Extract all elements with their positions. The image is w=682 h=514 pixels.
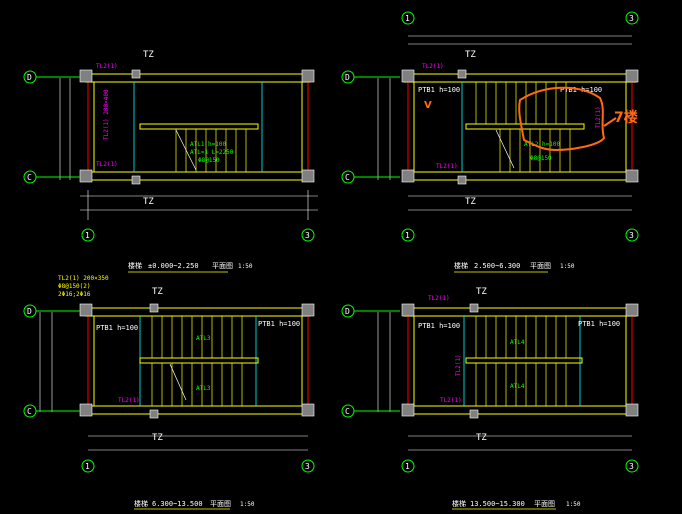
ptb-label-left: PTB1 h=100: [96, 324, 138, 332]
caption-name: 楼梯: [454, 261, 468, 270]
caption-name: 楼梯: [128, 261, 142, 270]
tz-label-top: TZ: [476, 287, 487, 297]
beam-label: TL2(1): [455, 354, 462, 376]
grid-label-d: D: [345, 307, 350, 316]
grid-label-c: C: [345, 173, 350, 182]
grid-label-1: 1: [405, 231, 410, 240]
ptb-label-left: PTB1 h=100: [418, 322, 460, 330]
caption-type: 平面图: [212, 262, 233, 270]
stair-label: ATL4: [510, 383, 525, 390]
tz-label-top: TZ: [143, 50, 154, 60]
beam-label: TL2(1): [595, 106, 602, 128]
caption-type: 平面图: [530, 262, 551, 270]
panel-1-stair-plan: D C 1 3 TZ TZ TL2(1) TL2(1) 200×400 TL2(…: [23, 50, 318, 273]
stair-label: ATL3: [196, 385, 211, 392]
caption-range: 2.500~6.300: [474, 262, 520, 270]
orange-annotation-mark: V: [424, 100, 432, 111]
beam-note: 2Φ16;2Φ16: [58, 291, 91, 298]
stair-label: ATL1 h=100: [190, 141, 227, 148]
ptb-label-right: PTB1 h=100: [578, 320, 620, 328]
stair-label: Φ8@150: [198, 157, 220, 164]
caption-range: 6.300~13.500: [152, 500, 203, 508]
beam-label: TL2(1) 200×400: [103, 89, 110, 140]
beam-label: TL2(1): [422, 63, 444, 70]
beam-label: TL2(1): [96, 63, 118, 70]
grid-label-1: 1: [85, 462, 90, 471]
panel-2-stair-plan: 1 3 D C 1 3 TZ TZ PTB1 h=100 PTB1 h=100 …: [341, 11, 639, 273]
tz-label-bottom: TZ: [143, 197, 154, 207]
tz-label-bottom: TZ: [476, 433, 487, 443]
caption-range: 13.500~15.300: [470, 500, 525, 508]
tz-label-bottom: TZ: [152, 433, 163, 443]
orange-markup-annotation: [518, 86, 617, 152]
caption-scale: 1:50: [560, 263, 575, 270]
caption-name: 楼梯: [452, 499, 466, 508]
grid-label-1: 1: [405, 14, 410, 23]
tz-label-bottom: TZ: [465, 197, 476, 207]
stair-label: ATL3: [196, 335, 211, 342]
stair-label: Φ8@150: [530, 155, 552, 162]
beam-label: TL2(1): [436, 163, 458, 170]
caption-range: ±0.000~2.250: [148, 262, 199, 270]
grid-label-3: 3: [629, 462, 634, 471]
caption-type: 平面图: [210, 500, 231, 508]
grid-label-d: D: [27, 307, 32, 316]
grid-label-d: D: [27, 73, 32, 82]
grid-label-d: D: [345, 73, 350, 82]
beam-label: TL2(1): [428, 295, 450, 302]
beam-label: TL2(1): [440, 397, 462, 404]
beam-label: TL2(1): [118, 397, 140, 404]
orange-annotation-text: 7楼: [614, 109, 638, 126]
grid-label-3: 3: [629, 14, 634, 23]
caption-scale: 1:50: [566, 501, 581, 508]
tz-label-top: TZ: [465, 50, 476, 60]
grid-label-3: 3: [629, 231, 634, 240]
grid-label-3: 3: [305, 462, 310, 471]
grid-label-3: 3: [305, 231, 310, 240]
stair-label: ATL=1 L=2250: [190, 149, 234, 156]
caption-name: 楼梯: [134, 499, 148, 508]
caption-type: 平面图: [534, 500, 555, 508]
beam-label: TL2(1): [96, 161, 118, 168]
panel-3-stair-plan: D C 1 3 TZ TZ PTB1 h=100 PTB1 h=100 TL2(…: [23, 275, 315, 510]
ptb-label-right: PTB1 h=100: [258, 320, 300, 328]
grid-label-c: C: [27, 173, 32, 182]
stair-label: ATL2 h=100: [524, 141, 561, 148]
beam-note: Φ8@150(2): [58, 283, 91, 290]
caption-scale: 1:50: [240, 501, 255, 508]
tz-label-top: TZ: [152, 287, 163, 297]
grid-label-1: 1: [405, 462, 410, 471]
panel-4-stair-plan: D C 1 3 TZ TZ PTB1 h=100 PTB1 h=100 TL2(…: [341, 287, 639, 510]
ptb-label: PTB1 h=100: [418, 86, 460, 94]
caption-scale: 1:50: [238, 263, 253, 270]
stair-label: ATL4: [510, 339, 525, 346]
beam-note: TL2(1) 200×350: [58, 275, 109, 282]
grid-label-1: 1: [85, 231, 90, 240]
grid-label-c: C: [345, 407, 350, 416]
grid-label-c: C: [27, 407, 32, 416]
